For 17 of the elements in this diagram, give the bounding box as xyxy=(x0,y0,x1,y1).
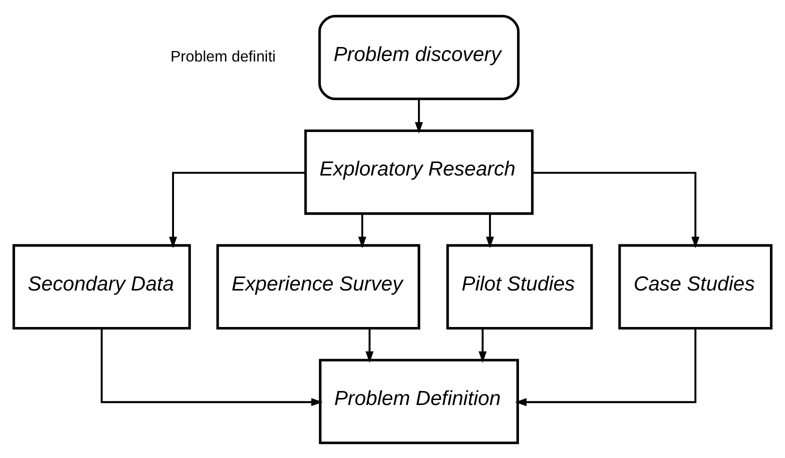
node-box: Pilot Studies xyxy=(446,244,593,330)
node-box: Case Studies xyxy=(618,244,772,330)
node-box: Problem Definition xyxy=(318,358,519,444)
node-box: Experience Survey xyxy=(216,244,420,330)
node-box: Exploratory Research xyxy=(304,128,534,214)
node-box: Problem discovery xyxy=(318,14,520,100)
node-box: Secondary Data xyxy=(12,244,191,330)
arrow xyxy=(100,328,323,406)
arrow xyxy=(478,328,487,362)
arrow xyxy=(515,328,696,406)
arrow xyxy=(532,171,700,248)
arrow xyxy=(169,171,306,248)
label: Problem definiti xyxy=(170,48,276,65)
arrow xyxy=(414,98,423,134)
arrow xyxy=(486,213,494,248)
arrow xyxy=(366,328,374,362)
arrow xyxy=(358,213,366,248)
